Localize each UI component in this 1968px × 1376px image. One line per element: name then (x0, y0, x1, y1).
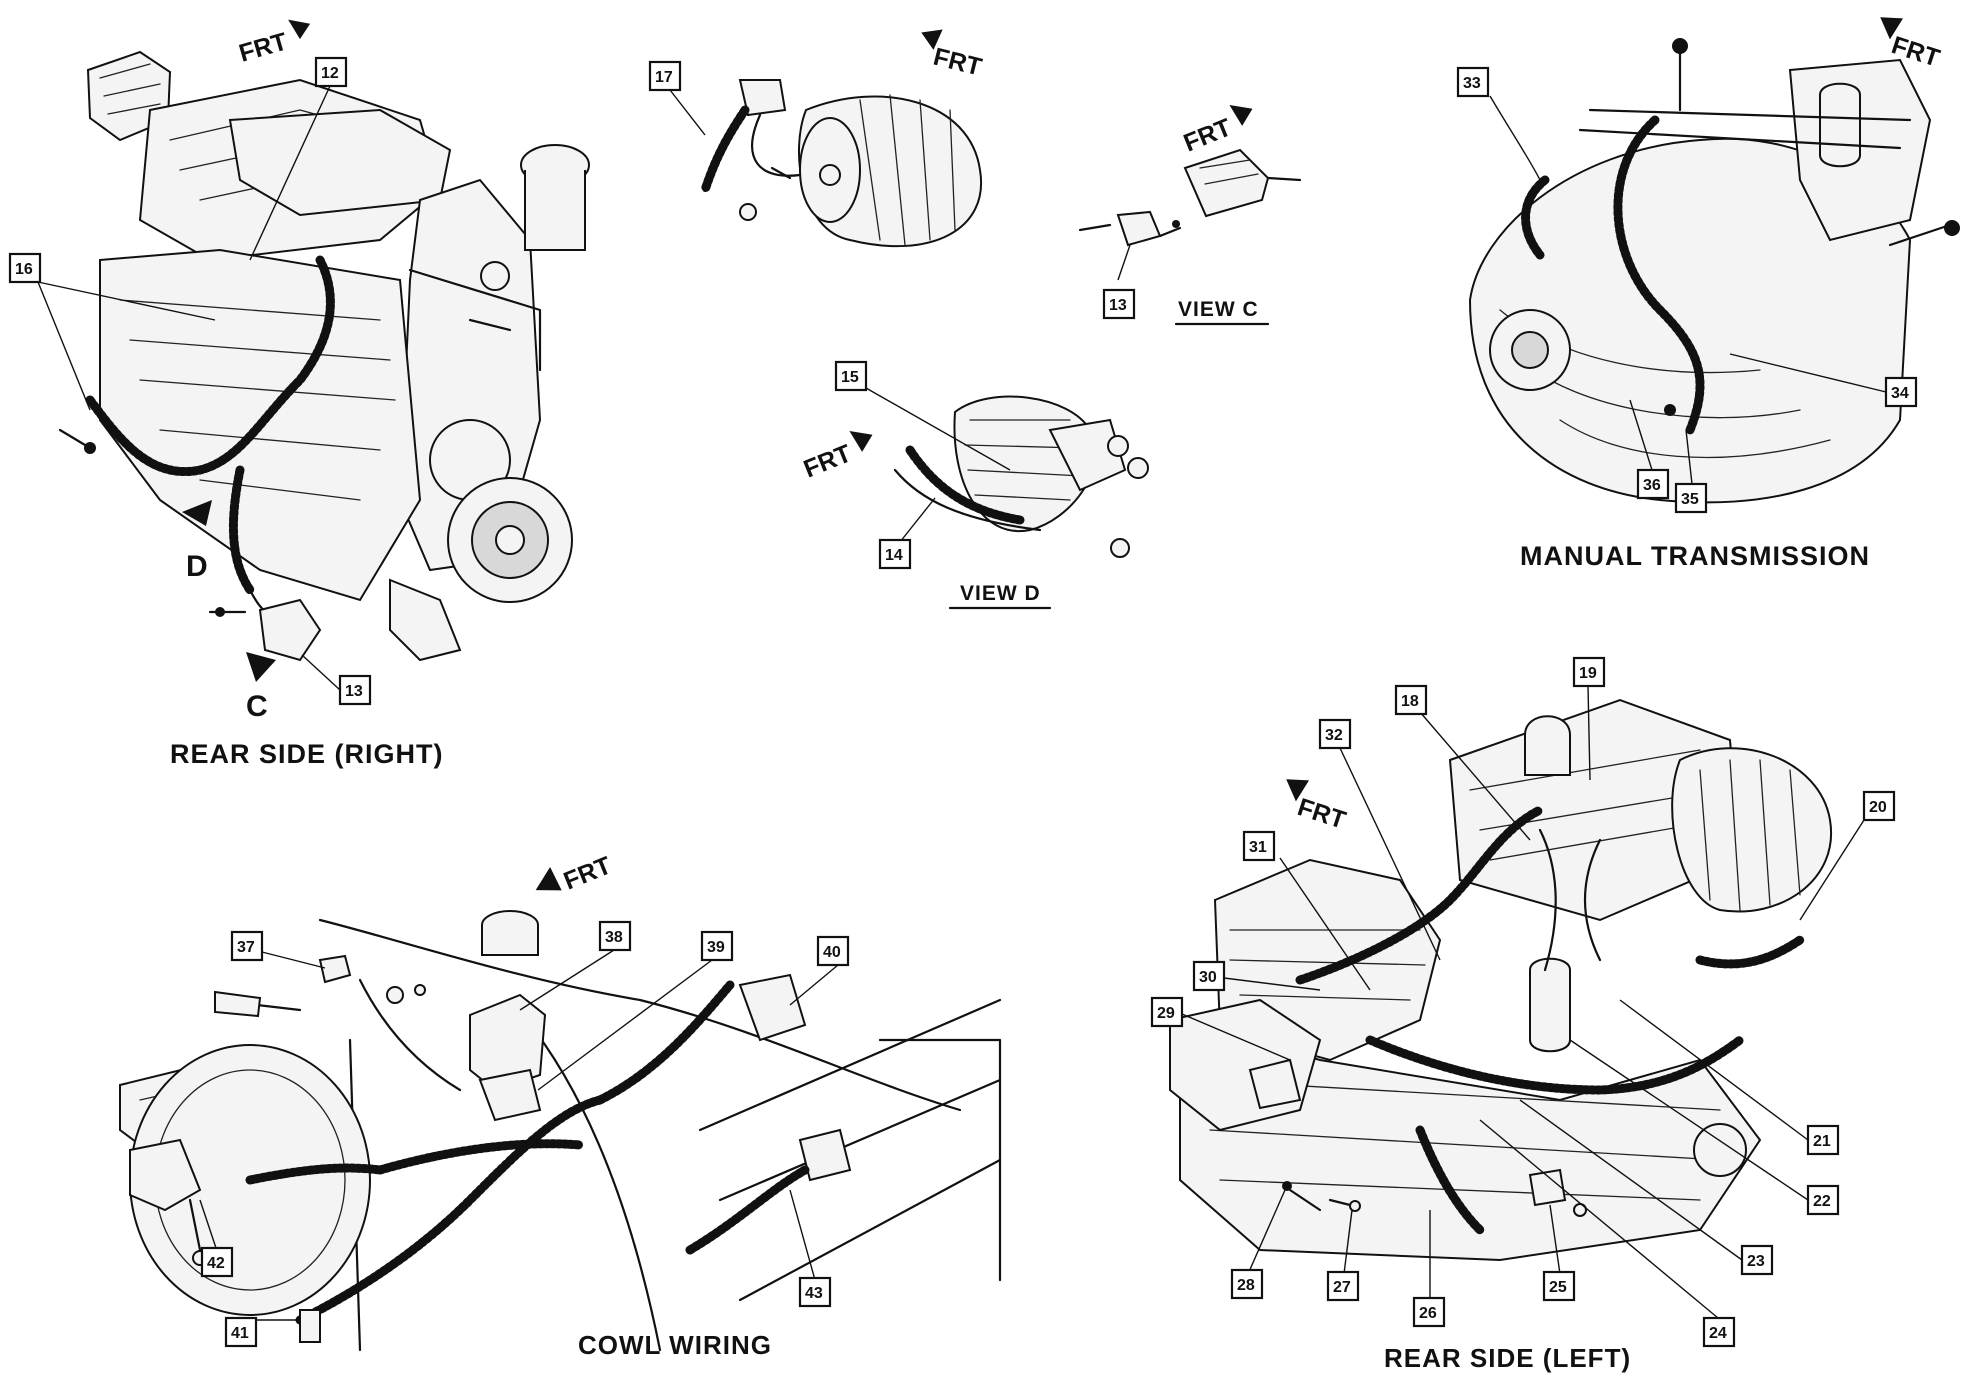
callout-28: 28 (1230, 1189, 1286, 1300)
callout-23: 23 (1519, 1099, 1774, 1276)
callout-number: 42 (207, 1255, 225, 1272)
callout-33: 33 (1456, 66, 1541, 181)
callout-34: 34 (1729, 353, 1918, 408)
frt-label: FRT (1294, 793, 1349, 835)
frt-arrow-view-d: FRT (800, 431, 873, 484)
callout-31: 31 (1242, 830, 1371, 991)
callout-15: 15 (834, 360, 1011, 471)
rear-left-engine-illustration (1169, 698, 1833, 1262)
caption-rear-side-left: REAR SIDE (LEFT) (1384, 1343, 1631, 1373)
callout-40: 40 (789, 935, 850, 1006)
cowl-wiring-illustration (119, 910, 1002, 1352)
callout-number: 18 (1401, 693, 1419, 710)
caption-manual-transmission: MANUAL TRANSMISSION (1520, 541, 1870, 571)
callout-22: 22 (1569, 1039, 1840, 1216)
callout-number: 35 (1681, 491, 1699, 508)
callout-number: 33 (1463, 75, 1481, 92)
callout-27: 27 (1326, 1209, 1360, 1302)
view-d-arrow: D (182, 500, 212, 583)
view-c-arrow: C (246, 652, 276, 723)
callout-29: 29 (1150, 996, 1291, 1061)
callout-number: 21 (1813, 1133, 1831, 1150)
frt-label: FRT (236, 27, 290, 67)
callout-number: 41 (231, 1325, 249, 1342)
callout-number: 43 (805, 1285, 823, 1302)
caption-rear-side-right: REAR SIDE (RIGHT) (170, 739, 444, 769)
callout-number: 39 (707, 939, 725, 956)
callout-36: 36 (1629, 399, 1670, 500)
frt-label: FRT (931, 43, 985, 82)
callout-number: 22 (1813, 1193, 1831, 1210)
callout-number: 36 (1643, 477, 1661, 494)
callout-39: 39 (537, 930, 734, 1091)
view-letter-c: C (246, 690, 268, 723)
callout-37: 37 (230, 930, 326, 969)
callout-42: 42 (199, 1199, 234, 1278)
view-c-illustration (1078, 148, 1302, 247)
callout-12: 12 (249, 56, 348, 261)
callout-13-view-c: 13 (1102, 244, 1136, 320)
callout-number: 17 (655, 69, 673, 86)
callout-number: 25 (1549, 1279, 1567, 1296)
callout-number: 32 (1325, 727, 1343, 744)
manual-transmission-illustration (1468, 38, 1960, 504)
callout-18: 18 (1394, 684, 1531, 841)
rear-right-engine-illustration (58, 50, 590, 662)
callout-number: 31 (1249, 839, 1267, 856)
callout-41: 41 (224, 1316, 300, 1348)
callout-16: 16 (8, 252, 216, 411)
callout-17: 17 (648, 60, 706, 136)
view-letter-d: D (186, 550, 208, 583)
callout-number: 13 (345, 683, 363, 700)
alternator-illustration (700, 79, 983, 248)
callout-number: 30 (1199, 969, 1217, 986)
callout-number: 27 (1333, 1279, 1351, 1296)
frt-arrow-cowl: FRT (535, 851, 616, 896)
caption-view-c: VIEW C (1178, 298, 1259, 321)
callout-number: 37 (237, 939, 255, 956)
frt-arrow-alternator: FRT (921, 29, 985, 82)
callout-35: 35 (1674, 429, 1708, 514)
callout-14: 14 (878, 497, 936, 570)
view-d-illustration (893, 395, 1149, 558)
callout-number: 15 (841, 369, 859, 386)
callout-26: 26 (1412, 1210, 1446, 1328)
callout-25: 25 (1542, 1204, 1576, 1302)
callout-number: 13 (1109, 297, 1127, 314)
callout-38: 38 (519, 920, 632, 1011)
frt-arrow-rear-left: FRT (1286, 779, 1349, 835)
callout-24: 24 (1479, 1119, 1736, 1348)
frt-arrow-view-c: FRT (1180, 105, 1253, 158)
callout-number: 28 (1237, 1277, 1255, 1294)
callout-32: 32 (1318, 718, 1441, 961)
callout-43: 43 (789, 1189, 832, 1308)
callout-21: 21 (1619, 999, 1840, 1156)
callout-number: 24 (1709, 1325, 1727, 1342)
callout-number: 29 (1157, 1005, 1175, 1022)
frt-label: FRT (560, 851, 616, 895)
callout-number: 34 (1891, 385, 1909, 402)
callout-13-rear-right: 13 (301, 654, 372, 706)
frt-label: FRT (800, 439, 856, 483)
frt-label: FRT (1180, 113, 1236, 157)
callout-30: 30 (1192, 960, 1321, 992)
callout-number: 20 (1869, 799, 1887, 816)
callout-number: 40 (823, 944, 841, 961)
callout-19: 19 (1572, 656, 1606, 781)
caption-cowl-wiring: COWL WIRING (578, 1330, 772, 1360)
callout-number: 26 (1419, 1305, 1437, 1322)
callout-20: 20 (1799, 790, 1896, 921)
callout-number: 14 (885, 547, 903, 564)
caption-view-d: VIEW D (960, 582, 1041, 605)
callout-number: 12 (321, 65, 339, 82)
callout-number: 23 (1747, 1253, 1765, 1270)
frt-arrow-rear-right: FRT (236, 19, 311, 68)
callout-number: 38 (605, 929, 623, 946)
callout-number: 19 (1579, 665, 1597, 682)
callout-number: 16 (15, 261, 33, 278)
